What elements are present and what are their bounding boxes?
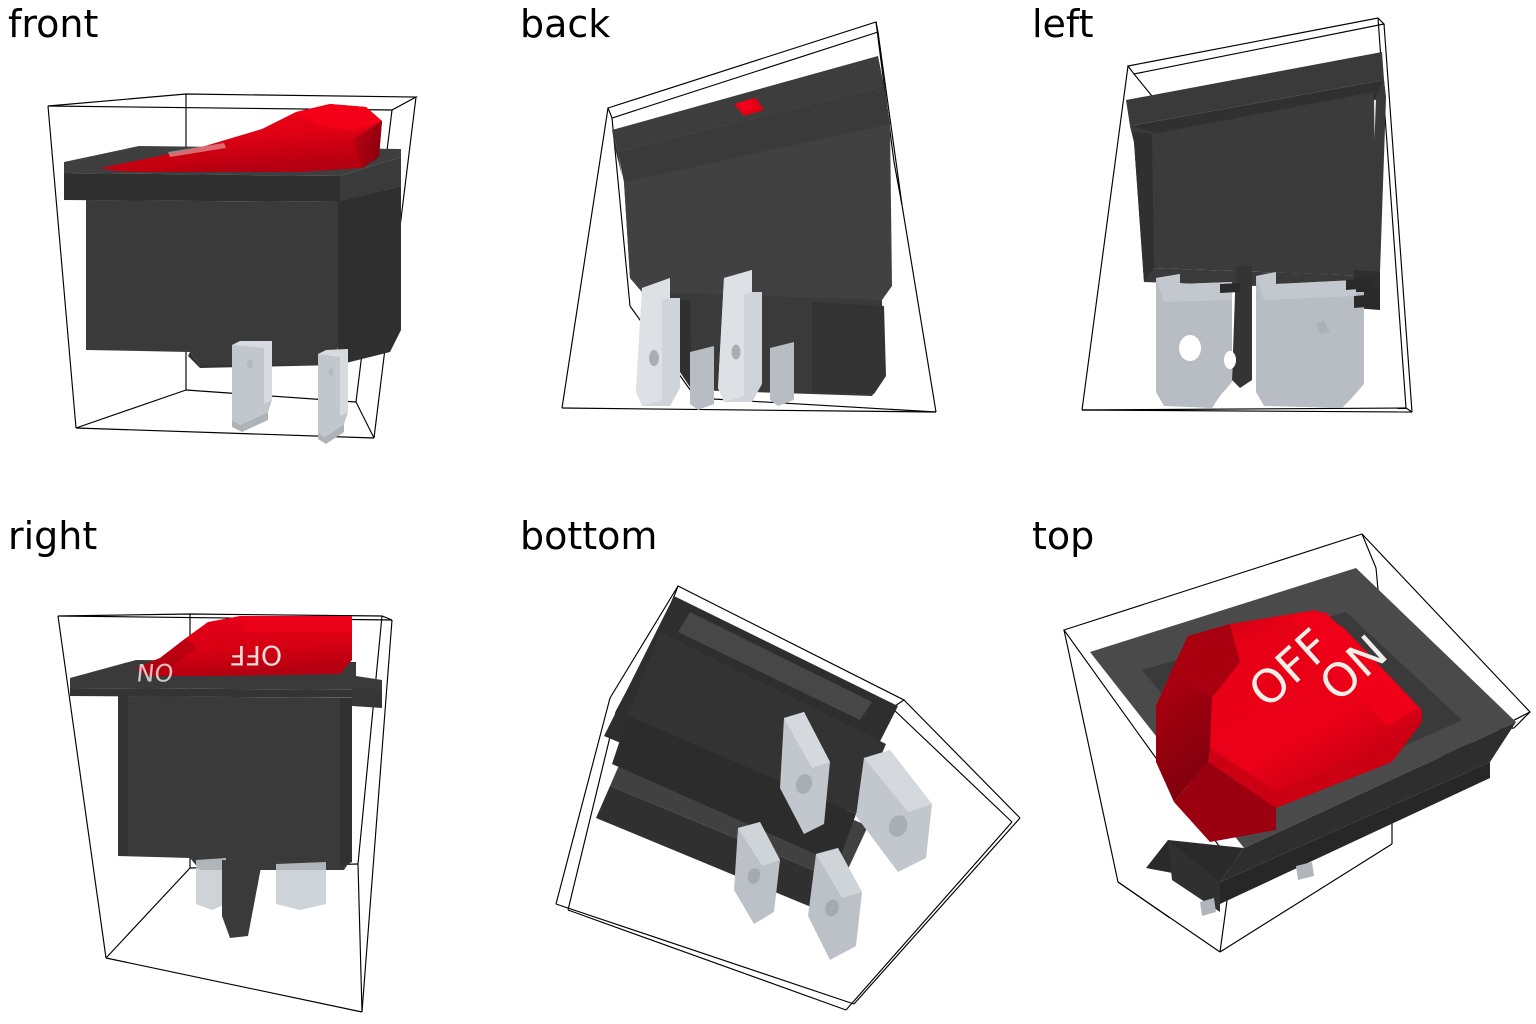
- view-panel-top: top: [1024, 512, 1536, 1024]
- render-back: [512, 0, 1024, 512]
- view-panel-right: right: [0, 512, 512, 1024]
- render-bottom: [512, 512, 1024, 1024]
- view-label-bottom: bottom: [520, 514, 658, 558]
- switch-body-front: [64, 146, 401, 368]
- switch-body-right: [70, 660, 382, 870]
- view-panel-left: left: [1024, 0, 1536, 512]
- rocker-legend-on-right: ON: [135, 658, 175, 686]
- view-label-back: back: [520, 2, 611, 46]
- terminals-right: [196, 858, 326, 938]
- view-label-left: left: [1032, 2, 1094, 46]
- terminals-left: [1156, 272, 1378, 408]
- view-label-top: top: [1032, 514, 1095, 558]
- rocker-legend-off-right: OFF: [230, 639, 282, 670]
- view-label-front: front: [8, 2, 99, 46]
- view-panel-back: back: [512, 0, 1024, 512]
- render-left: [1024, 0, 1536, 512]
- terminals-back: [636, 270, 794, 410]
- rocker-paddle-top: OFF ON: [1156, 610, 1422, 842]
- terminals-front: [232, 341, 348, 444]
- switch-body-back: [612, 56, 892, 396]
- terminals-bottom: [734, 712, 932, 960]
- terminals-top: [1200, 862, 1314, 916]
- view-panel-front: front: [0, 0, 512, 512]
- bbox-left: [1082, 18, 1412, 412]
- rocker-paddle-right: OFF ON: [135, 616, 352, 686]
- render-right: OFF ON: [0, 512, 512, 1024]
- render-front: [0, 0, 512, 444]
- view-panel-bottom: bottom: [512, 512, 1024, 1024]
- view-label-right: right: [8, 514, 98, 558]
- render-top: OFF ON: [1024, 512, 1536, 1024]
- rocker-paddle-front: [100, 104, 382, 172]
